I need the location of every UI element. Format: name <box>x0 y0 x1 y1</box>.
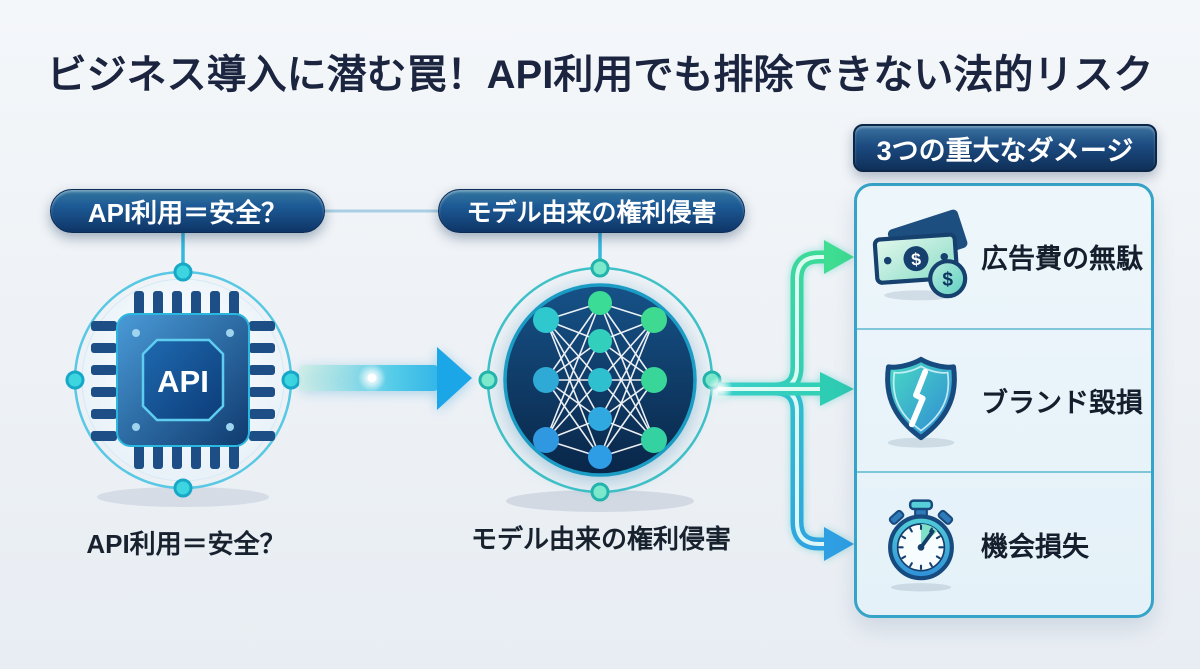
page-title: ビジネス導入に潜む罠！API利用でも排除できない法的リスク <box>46 53 1154 97</box>
model-caption: モデル由来の権利侵害 <box>470 524 732 554</box>
stopwatch-icon <box>888 499 954 592</box>
banknote-dollar-symbol: $ <box>910 249 921 270</box>
model-node <box>478 258 722 502</box>
branch-arrow-bottom <box>718 382 854 561</box>
damage-label: ブランド毀損 <box>981 388 1143 418</box>
api-caption: API利用＝安全？ <box>86 529 286 559</box>
banknotes-dollar-icon: $ $ <box>872 209 968 301</box>
api-chip-label: API <box>157 364 209 399</box>
connector-lines <box>181 209 602 266</box>
main-flow-arrow <box>299 347 472 410</box>
api-safe-pill-label: API利用＝安全？ <box>87 197 288 228</box>
api-node: API <box>65 262 301 498</box>
api-ring-dots <box>65 262 301 498</box>
model-infringement-pill: モデル由来の権利侵害 <box>438 189 745 233</box>
damage-row-ad-waste: $ $ 広告費の無駄 <box>857 186 1151 328</box>
damages-panel: $ $ 広告費の無駄 ブランド毀損 <box>854 183 1154 618</box>
coin-dollar-symbol: $ <box>942 269 953 290</box>
api-chip-icon: API <box>91 291 275 469</box>
api-safe-pill: API利用＝安全？ <box>50 189 325 233</box>
damage-label: 広告費の無駄 <box>981 244 1143 275</box>
cracked-shield-icon <box>885 356 957 448</box>
neural-network-icon <box>503 283 697 477</box>
branch-arrows <box>707 240 854 561</box>
branch-arrow-middle <box>718 372 854 406</box>
model-infringement-pill-label: モデル由来の権利侵害 <box>466 199 717 227</box>
damage-label: 機会損失 <box>981 531 1089 562</box>
damages-header-badge: 3つの重大なダメージ <box>853 124 1157 172</box>
damage-row-brand-damage: ブランド毀損 <box>857 327 1151 472</box>
branch-arrow-top <box>718 240 854 396</box>
damages-header-label: 3つの重大なダメージ <box>876 135 1134 166</box>
damage-row-lost-opportunity: 機会損失 <box>857 471 1151 615</box>
